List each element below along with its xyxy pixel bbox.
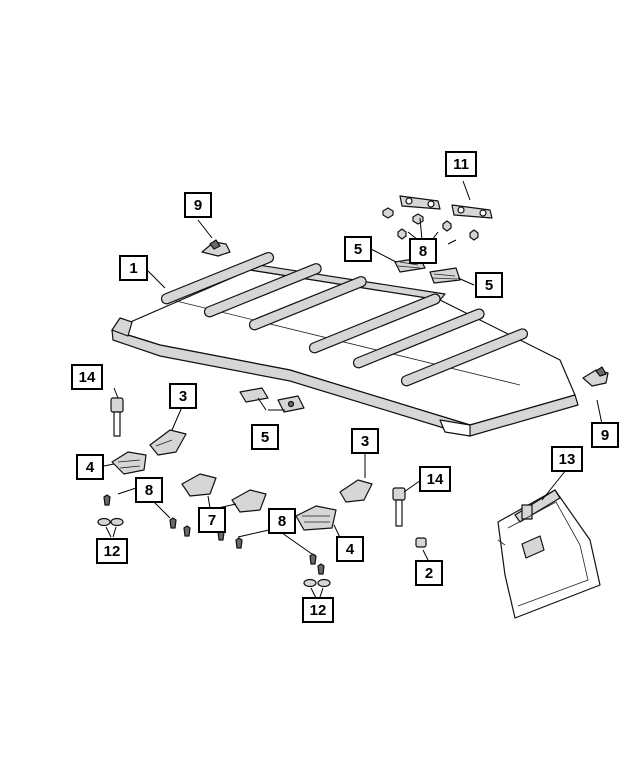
svg-text:12: 12 (104, 543, 121, 560)
svg-text:7: 7 (208, 512, 216, 529)
svg-text:4: 4 (346, 541, 355, 558)
callout-4-left: 4 (76, 454, 104, 480)
bracket-9-right (582, 366, 609, 387)
svg-text:12: 12 (310, 602, 327, 619)
plugs-12-right (303, 578, 331, 588)
svg-text:14: 14 (79, 369, 96, 386)
callout-9-top: 9 (184, 192, 212, 218)
latch-4-right (295, 505, 337, 531)
callout-14-left: 14 (71, 364, 103, 390)
cap-2 (415, 537, 427, 548)
svg-text:1: 1 (129, 260, 137, 277)
callout-12-left: 12 (96, 538, 128, 564)
plugs-12-left (97, 517, 124, 527)
bracket-9-top (201, 239, 231, 257)
stud-14-right (392, 487, 406, 527)
latch-handle-11-b (451, 204, 493, 219)
callout-12-right: 12 (302, 597, 334, 623)
svg-text:2: 2 (425, 565, 433, 582)
latch-5-top-right (429, 267, 461, 284)
svg-text:8: 8 (419, 243, 427, 260)
svg-text:5: 5 (485, 277, 493, 294)
stud-14-left (110, 397, 124, 437)
latch-3-left (149, 429, 187, 456)
callout-14-right: 14 (419, 466, 451, 492)
callout-8-top: 8 (409, 238, 437, 264)
callout-2: 2 (415, 560, 443, 586)
callout-1: 1 (119, 255, 148, 281)
bolts-8 (103, 494, 325, 575)
callout-13: 13 (551, 446, 583, 472)
callout-5-middle: 5 (251, 424, 279, 450)
svg-text:5: 5 (354, 241, 362, 258)
latch-3-right (339, 479, 373, 503)
bracket-7-a (181, 473, 217, 497)
svg-text:14: 14 (427, 471, 444, 488)
callout-4-right: 4 (336, 536, 364, 562)
hard-top-panel (111, 251, 579, 437)
latch-5-middle (239, 387, 305, 413)
callout-7: 7 (198, 507, 226, 533)
latch-handle-11-a (399, 195, 441, 210)
bracket-7-b (231, 489, 267, 513)
storage-bag-13 (497, 489, 601, 619)
latch-4-left (111, 451, 147, 475)
svg-text:8: 8 (278, 513, 286, 530)
svg-text:11: 11 (453, 156, 469, 173)
callout-8-left: 8 (135, 477, 163, 503)
callout-8-right: 8 (268, 508, 296, 534)
svg-text:5: 5 (261, 429, 269, 446)
svg-text:9: 9 (601, 427, 609, 444)
callout-5-top: 5 (344, 236, 372, 262)
callout-3-right: 3 (351, 428, 379, 454)
svg-text:13: 13 (559, 451, 576, 468)
callout-9-right: 9 (591, 422, 619, 448)
svg-text:9: 9 (194, 197, 202, 214)
callout-3-left: 3 (169, 383, 197, 409)
svg-text:8: 8 (145, 482, 153, 499)
svg-text:3: 3 (361, 433, 369, 450)
svg-text:4: 4 (86, 459, 95, 476)
callout-11: 11 (445, 151, 477, 177)
svg-text:3: 3 (179, 388, 187, 405)
callout-5-right: 5 (475, 272, 503, 298)
